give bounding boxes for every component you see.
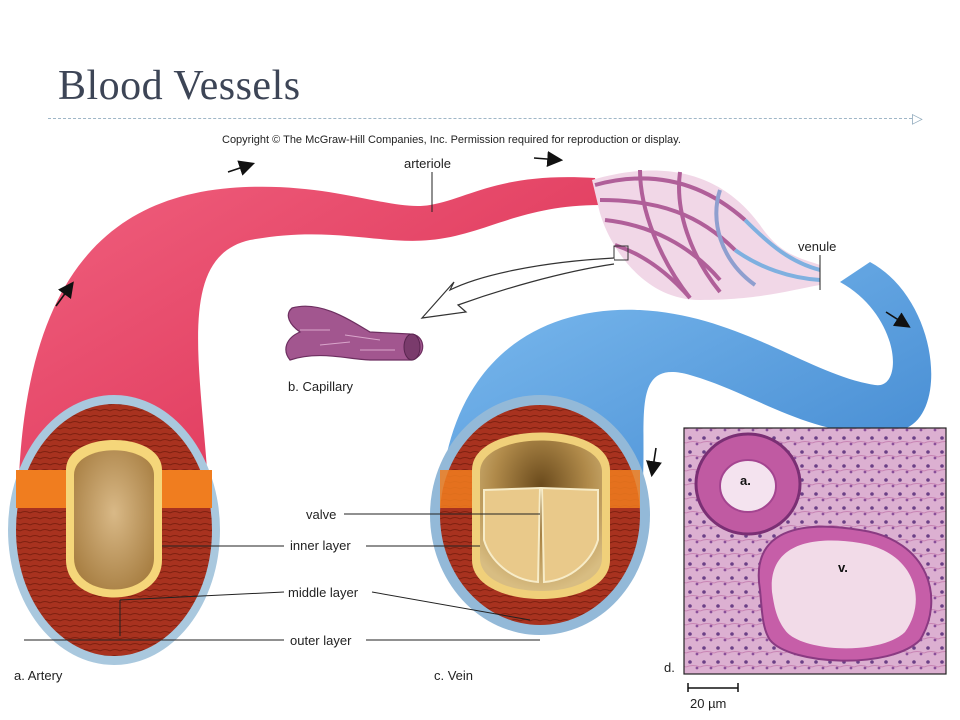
slide-corner-marker: ▷ bbox=[912, 110, 923, 126]
label-middle-layer: middle layer bbox=[288, 585, 359, 600]
label-arteriole: arteriole bbox=[404, 156, 451, 171]
micrograph-panel-letter: d. bbox=[664, 660, 675, 675]
micrograph-artery-label: a. bbox=[740, 473, 751, 488]
micrograph-vein-label: v. bbox=[838, 560, 848, 575]
capillary-closeup bbox=[285, 305, 424, 361]
copyright-notice: Copyright © The McGraw-Hill Companies, I… bbox=[222, 134, 681, 146]
capillary-network bbox=[592, 169, 821, 300]
flow-arrows bbox=[55, 151, 911, 478]
label-artery: a. Artery bbox=[14, 668, 63, 683]
label-outer-layer: outer layer bbox=[290, 633, 352, 648]
label-venule: venule bbox=[798, 239, 836, 254]
slide-title: Blood Vessels bbox=[58, 63, 301, 109]
label-valve: valve bbox=[306, 507, 336, 522]
micrograph-panel: a. v. d. 20 µm bbox=[664, 427, 947, 711]
zoom-arrow bbox=[420, 257, 615, 319]
scale-bar-label: 20 µm bbox=[690, 696, 726, 711]
vein-cross-section bbox=[430, 395, 650, 635]
title-divider bbox=[48, 118, 912, 119]
artery-cross-section bbox=[8, 395, 220, 665]
label-capillary: b. Capillary bbox=[288, 379, 354, 394]
leader-lines bbox=[24, 172, 821, 641]
label-vein: c. Vein bbox=[434, 668, 473, 683]
label-inner-layer: inner layer bbox=[290, 538, 351, 553]
